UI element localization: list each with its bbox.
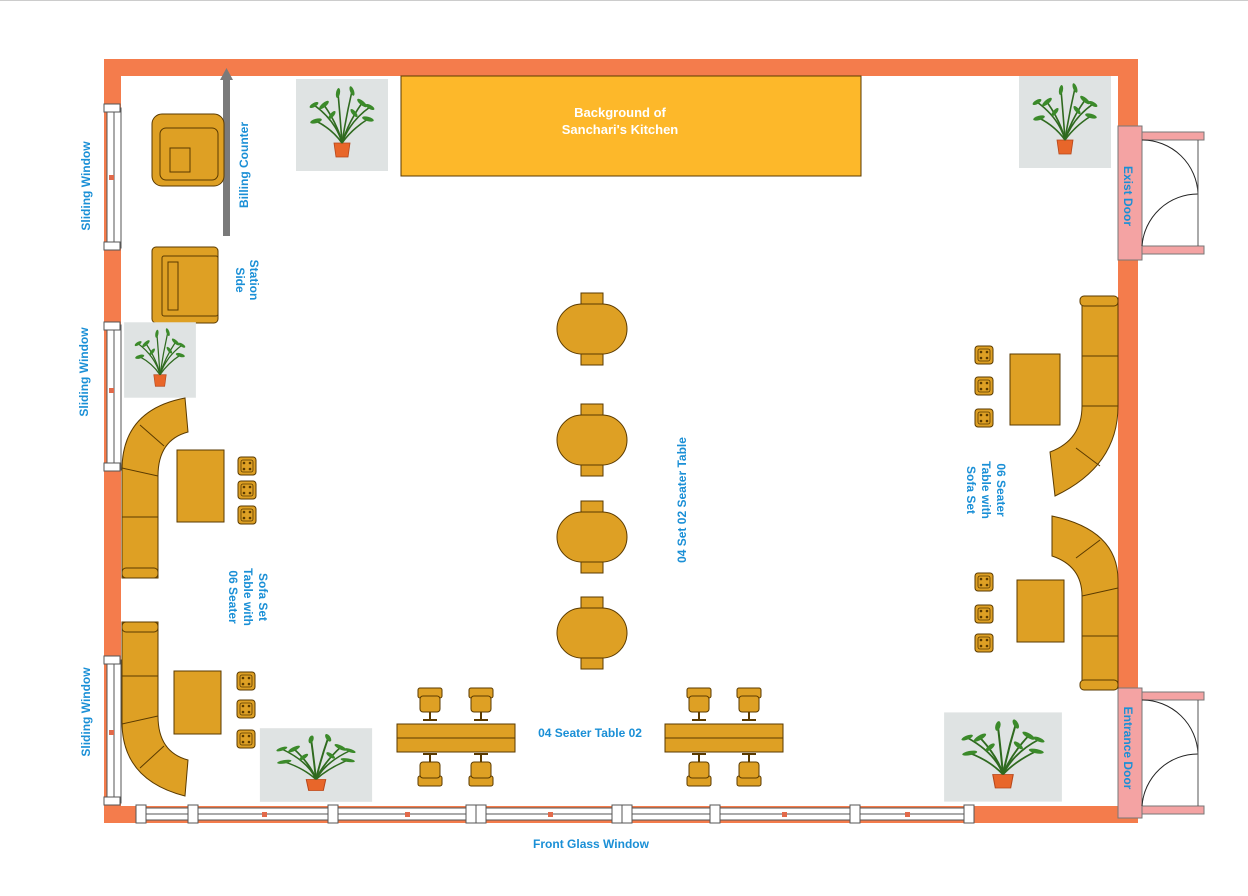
plant-icon [123, 321, 197, 399]
sliding-window-label-top: Sliding Window [79, 141, 93, 231]
front-glass-window [135, 804, 975, 824]
table-icon [396, 723, 784, 753]
table-icon [173, 353, 1065, 735]
six-seater-right-line1: 06 Seater [994, 463, 1008, 517]
six-seater-left-line2: Table with [241, 568, 255, 626]
six-seater-left-line3: Sofa Set [256, 573, 270, 621]
armchair-icon [151, 113, 225, 187]
six-seater-left-line1: 06 Seater [226, 570, 240, 624]
side-station-label-line2: Station [247, 260, 261, 301]
two-seater-label: 04 Set 02 Seater Table [675, 437, 689, 563]
left-sliding-windows [103, 103, 122, 806]
front-glass-window-label: Front Glass Window [533, 837, 650, 851]
sofa-icon [1051, 515, 1119, 691]
armchair-icon [151, 246, 219, 324]
billing-counter [220, 68, 233, 236]
four-seater-label: 04 Seater Table 02 [538, 726, 642, 740]
six-seater-right-line3: Sofa Set [964, 466, 978, 514]
kitchen-area: Background of Sanchari's Kitchen [400, 75, 862, 177]
sofa-icon [121, 621, 189, 797]
exit-door-label: Exist Door [1121, 166, 1135, 226]
plant-icon [295, 78, 389, 172]
entrance-door [1117, 687, 1205, 819]
kitchen-label-line1: Background of [574, 105, 666, 120]
entrance-door-label: Entrance Door [1121, 707, 1135, 790]
plant-icon [943, 711, 1063, 803]
kitchen-label-line2: Sanchari's Kitchen [562, 122, 679, 137]
sliding-window-label-mid: Sliding Window [77, 327, 91, 417]
six-seater-right-line2: Table with [979, 461, 993, 519]
side-station-label-line1: Side [233, 267, 247, 293]
sofa-icon [1049, 295, 1119, 497]
plant-icon [1018, 75, 1112, 169]
plant-icon [258, 727, 374, 803]
sofa-icon [121, 397, 189, 579]
sliding-window-label-bottom: Sliding Window [79, 667, 93, 757]
exit-door [1117, 125, 1205, 261]
billing-counter-label: Billing Counter [237, 122, 251, 208]
